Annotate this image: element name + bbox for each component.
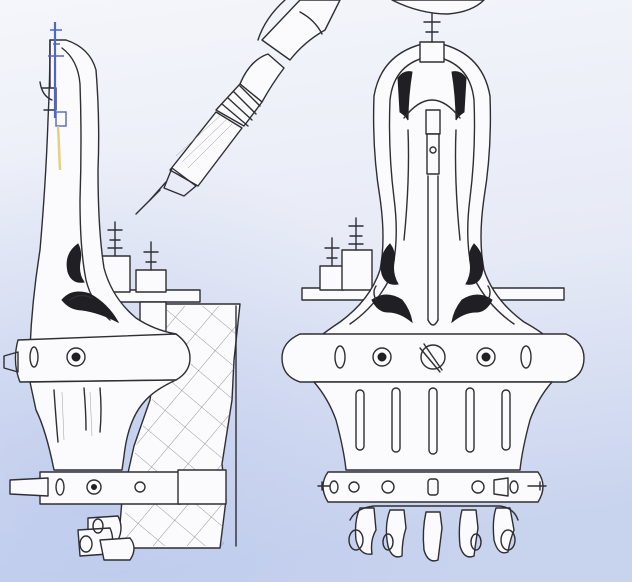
needle-grip-sketch — [135, 0, 341, 215]
top-disc-edge — [391, 0, 485, 15]
front-view-machine — [281, 13, 585, 562]
side-view-machine — [3, 22, 241, 561]
